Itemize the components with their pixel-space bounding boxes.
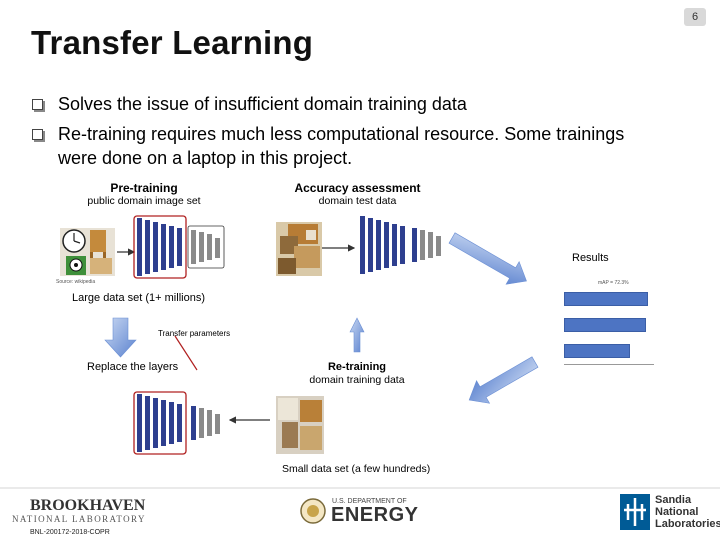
sandia-wordmark-line1: Sandia <box>655 494 692 506</box>
document-id: BNL-200172-2018-COPR <box>30 529 110 536</box>
accuracy-subtitle: domain test data <box>318 195 397 207</box>
accuracy-title: Accuracy assessment <box>294 181 421 195</box>
checkbox-bullet-icon <box>32 129 43 140</box>
pretraining-title: Pre-training <box>110 181 178 195</box>
pretraining-network <box>133 215 225 279</box>
brookhaven-logo: BROOKHAVEN NATIONAL LABORATORY <box>12 497 152 527</box>
accuracy-network <box>360 216 441 274</box>
chart-title: mAP = 72.3% <box>598 280 629 286</box>
replace-layers-label: Replace the layers <box>87 361 179 373</box>
chart-bar <box>564 292 648 306</box>
retraining-images <box>276 396 324 454</box>
retraining-network <box>133 391 220 455</box>
pretraining-subtitle: public domain image set <box>87 195 201 207</box>
source-note: Source: wikipedia <box>56 279 96 285</box>
page-number: 6 <box>684 8 706 26</box>
feedback-block-arrow <box>468 356 539 404</box>
doe-wordmark-bottom: ENERGY <box>331 504 419 526</box>
bullet-text: Re-training requires much less computati… <box>58 124 625 168</box>
retraining-subtitle: domain training data <box>309 374 405 386</box>
accuracy-images <box>276 222 322 276</box>
pretraining-dataset-note: Large data set (1+ millions) <box>72 292 205 304</box>
transfer-connector <box>174 335 198 371</box>
results-block-arrow <box>448 232 527 285</box>
brookhaven-wordmark-bottom: NATIONAL LABORATORY <box>12 514 146 524</box>
doe-wordmark-top: U.S. DEPARTMENT OF <box>332 498 407 505</box>
chart-axis <box>564 364 654 365</box>
retraining-dataset-note: Small data set (a few hundreds) <box>282 463 431 475</box>
page-title: Transfer Learning <box>31 24 314 61</box>
up-block-arrow <box>349 317 365 353</box>
doe-logo: U.S. DEPARTMENT OF ENERGY <box>300 496 420 528</box>
results-chart: mAP = 72.3% <box>530 278 660 378</box>
pretraining-images <box>60 228 115 276</box>
checkbox-bullet-icon <box>32 99 43 110</box>
sandia-logo: Sandia National Laboratories <box>620 494 720 534</box>
transfer-parameters-label: Transfer parameters <box>158 329 231 338</box>
down-block-arrow <box>104 317 137 358</box>
bullet-text: Solves the issue of insufficient domain … <box>58 94 467 114</box>
retraining-title: Re-training <box>327 361 387 373</box>
chart-bar <box>564 318 646 332</box>
results-label: Results <box>572 252 609 264</box>
sandia-wordmark-line3: Laboratories <box>655 518 720 530</box>
sandia-wordmark-line2: National <box>655 506 699 518</box>
doe-seal-icon <box>300 498 326 524</box>
sandia-thunderbird-icon <box>620 494 650 530</box>
brookhaven-wordmark-top: BROOKHAVEN <box>30 497 146 514</box>
chart-bar <box>564 344 630 358</box>
